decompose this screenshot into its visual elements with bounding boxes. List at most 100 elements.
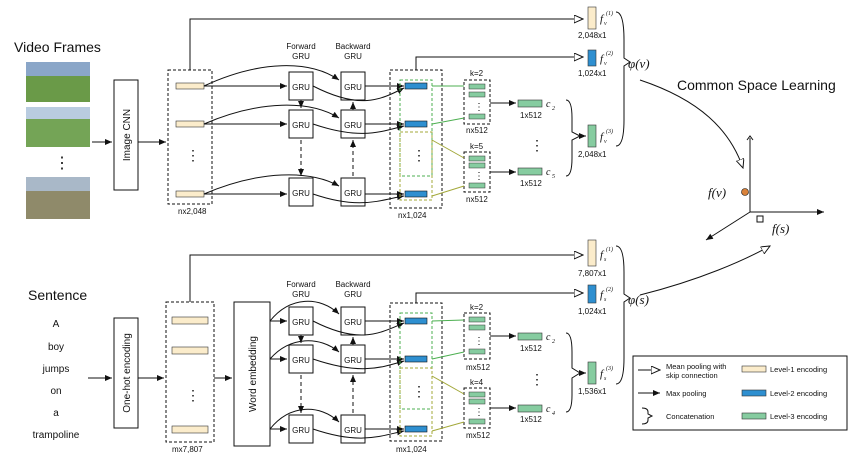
video-backward-gru-1-label: GRU bbox=[344, 83, 362, 92]
sentence-level2-feature-n bbox=[404, 425, 428, 433]
legend-mean-pooling-2: skip connection bbox=[666, 371, 718, 380]
video-frame-3-sky bbox=[26, 177, 90, 191]
video-forward-gru-n bbox=[288, 177, 314, 207]
sentence-feature-1 bbox=[171, 316, 209, 325]
video-conv-k5-1 bbox=[468, 155, 486, 162]
video-c2-sub: 2 bbox=[552, 106, 555, 112]
sentence-word-1: A bbox=[53, 319, 60, 330]
legend-level3: Level-3 encoding bbox=[770, 412, 827, 421]
video-level2-feature-n bbox=[404, 190, 428, 198]
sentence-c2-sub: 2 bbox=[552, 339, 555, 345]
video-frame-features-box bbox=[167, 69, 213, 205]
legend-level2: Level-2 encoding bbox=[770, 389, 827, 398]
sentence-backward-gru-label-1: Backward bbox=[335, 280, 370, 289]
sentence-onehot-features-box bbox=[165, 301, 215, 443]
video-conv-k5-ellipsis: ⋮ bbox=[474, 171, 484, 182]
sentence-conv-k2-n bbox=[468, 348, 486, 355]
sentence-conv-k4-2 bbox=[468, 398, 486, 405]
video-phi-label: φ(v) bbox=[628, 56, 650, 71]
video-conv-dim-bottom: nx512 bbox=[466, 195, 488, 204]
video-forward-gru-label-2: GRU bbox=[292, 52, 310, 61]
video-conv-k2-ellipsis: ⋮ bbox=[474, 102, 484, 113]
sentence-k-bottom: k=4 bbox=[470, 378, 484, 387]
video-f1-sub: v bbox=[604, 21, 607, 27]
sentence-f2-sub: s bbox=[604, 297, 607, 303]
sentence-conv-dim-top: mx512 bbox=[466, 363, 491, 372]
video-f1-label: f bbox=[600, 13, 605, 25]
video-forward-gru-1 bbox=[288, 71, 314, 101]
video-forward-gru-1-label: GRU bbox=[292, 83, 310, 92]
sentence-level1-dim: mx7,807 bbox=[172, 445, 203, 454]
sentence-conv-k2-2 bbox=[468, 324, 486, 331]
sentence-f2-label: f bbox=[600, 289, 605, 301]
video-f3-label: f bbox=[600, 131, 605, 143]
video-forward-gru-2-label: GRU bbox=[292, 121, 310, 130]
video-backward-gru-label-2: GRU bbox=[344, 52, 362, 61]
sentence-pooled-c2 bbox=[517, 332, 543, 341]
video-pooled-ellipsis: ⋮ bbox=[530, 137, 544, 153]
sentence-f1-label: f bbox=[600, 249, 605, 261]
video-level2-ellipsis: ⋮ bbox=[412, 147, 426, 163]
sentence-f3-label: f bbox=[600, 368, 605, 380]
sentence-forward-gru-label-2: GRU bbox=[292, 290, 310, 299]
video-backward-gru-label-1: Backward bbox=[335, 42, 370, 51]
video-conv-connections bbox=[431, 85, 465, 197]
video-f3-sub: v bbox=[604, 139, 607, 145]
sentence-level2-ellipsis: ⋮ bbox=[412, 383, 426, 399]
video-c5-label: c bbox=[546, 167, 551, 178]
video-forward-gru-n-label: GRU bbox=[292, 189, 310, 198]
video-conv-window-k2 bbox=[399, 79, 433, 177]
sentence-c4-dim: 1x512 bbox=[520, 415, 542, 424]
video-conv-window-k5 bbox=[399, 131, 433, 201]
video-level1-dim: nx2,048 bbox=[178, 207, 207, 216]
video-c5-sub: 5 bbox=[552, 174, 555, 180]
video-backward-gru-2-label: GRU bbox=[344, 121, 362, 130]
sentence-phi-label: φ(s) bbox=[628, 292, 649, 307]
legend-mean-pooling-1: Mean pooling with bbox=[666, 362, 726, 371]
sentence-phi-brace bbox=[615, 245, 631, 385]
common-space-title: Common Space Learning bbox=[677, 77, 836, 93]
sentence-f3-sub: s bbox=[604, 376, 607, 382]
sentence-conv-connections bbox=[431, 319, 465, 432]
sentence-f1-sub: s bbox=[604, 257, 607, 263]
sentence-forward-gru-1-label: GRU bbox=[292, 318, 310, 327]
sentence-f3-dim: 1,536x1 bbox=[578, 387, 607, 396]
sentence-forward-gru-1 bbox=[288, 306, 314, 336]
sentence-forward-gru-label-1: Forward bbox=[286, 280, 315, 289]
sentence-word-4: on bbox=[50, 386, 61, 397]
sentence-conv-window-k4 bbox=[399, 367, 433, 437]
video-feature-1 bbox=[175, 82, 205, 90]
sentence-f3-sup: (3) bbox=[606, 365, 613, 372]
fs-label: f(s) bbox=[772, 221, 789, 236]
video-concat-brace bbox=[565, 99, 582, 177]
legend-max-pooling: Max pooling bbox=[666, 389, 706, 398]
onehot-label: One-hot encoding bbox=[122, 333, 133, 413]
image-cnn-box bbox=[113, 79, 139, 191]
video-f3-vector bbox=[587, 124, 597, 148]
video-f2-sub: v bbox=[604, 61, 607, 67]
video-level2-mean-pool-arrow bbox=[415, 57, 583, 70]
sentence-word-3: jumps bbox=[42, 364, 70, 375]
sentence-word-2: boy bbox=[48, 342, 64, 353]
video-conv-dim-top: nx512 bbox=[466, 126, 488, 135]
sentence-forward-gru-n-label: GRU bbox=[292, 426, 310, 435]
fs-point bbox=[756, 215, 764, 223]
video-f1-dim: 2,048x1 bbox=[578, 31, 607, 40]
legend-box bbox=[632, 355, 848, 431]
sentence-pooled-ellipsis: ⋮ bbox=[530, 371, 544, 387]
sentence-pooled-c4 bbox=[517, 404, 543, 413]
sentence-f3-vector bbox=[587, 361, 597, 385]
sentence-f2-sup: (2) bbox=[606, 286, 613, 293]
sentence-mean-pool-arrow bbox=[189, 255, 583, 302]
sentence-word-6: trampoline bbox=[33, 430, 80, 441]
legend-level2-swatch bbox=[741, 389, 767, 397]
legend-level1: Level-1 encoding bbox=[770, 365, 827, 374]
video-conv-k5-n bbox=[468, 182, 486, 189]
video-c2-dim: 1x512 bbox=[520, 111, 542, 120]
legend-concat-brace bbox=[641, 407, 654, 425]
video-conv-k2-n bbox=[468, 113, 486, 120]
video-pooled-c2 bbox=[517, 99, 543, 108]
video-frames-ellipsis: ⋮ bbox=[54, 155, 70, 172]
sentence-level2-mean-pool-arrow bbox=[415, 293, 583, 303]
video-forward-gru-label-1: Forward bbox=[286, 42, 315, 51]
